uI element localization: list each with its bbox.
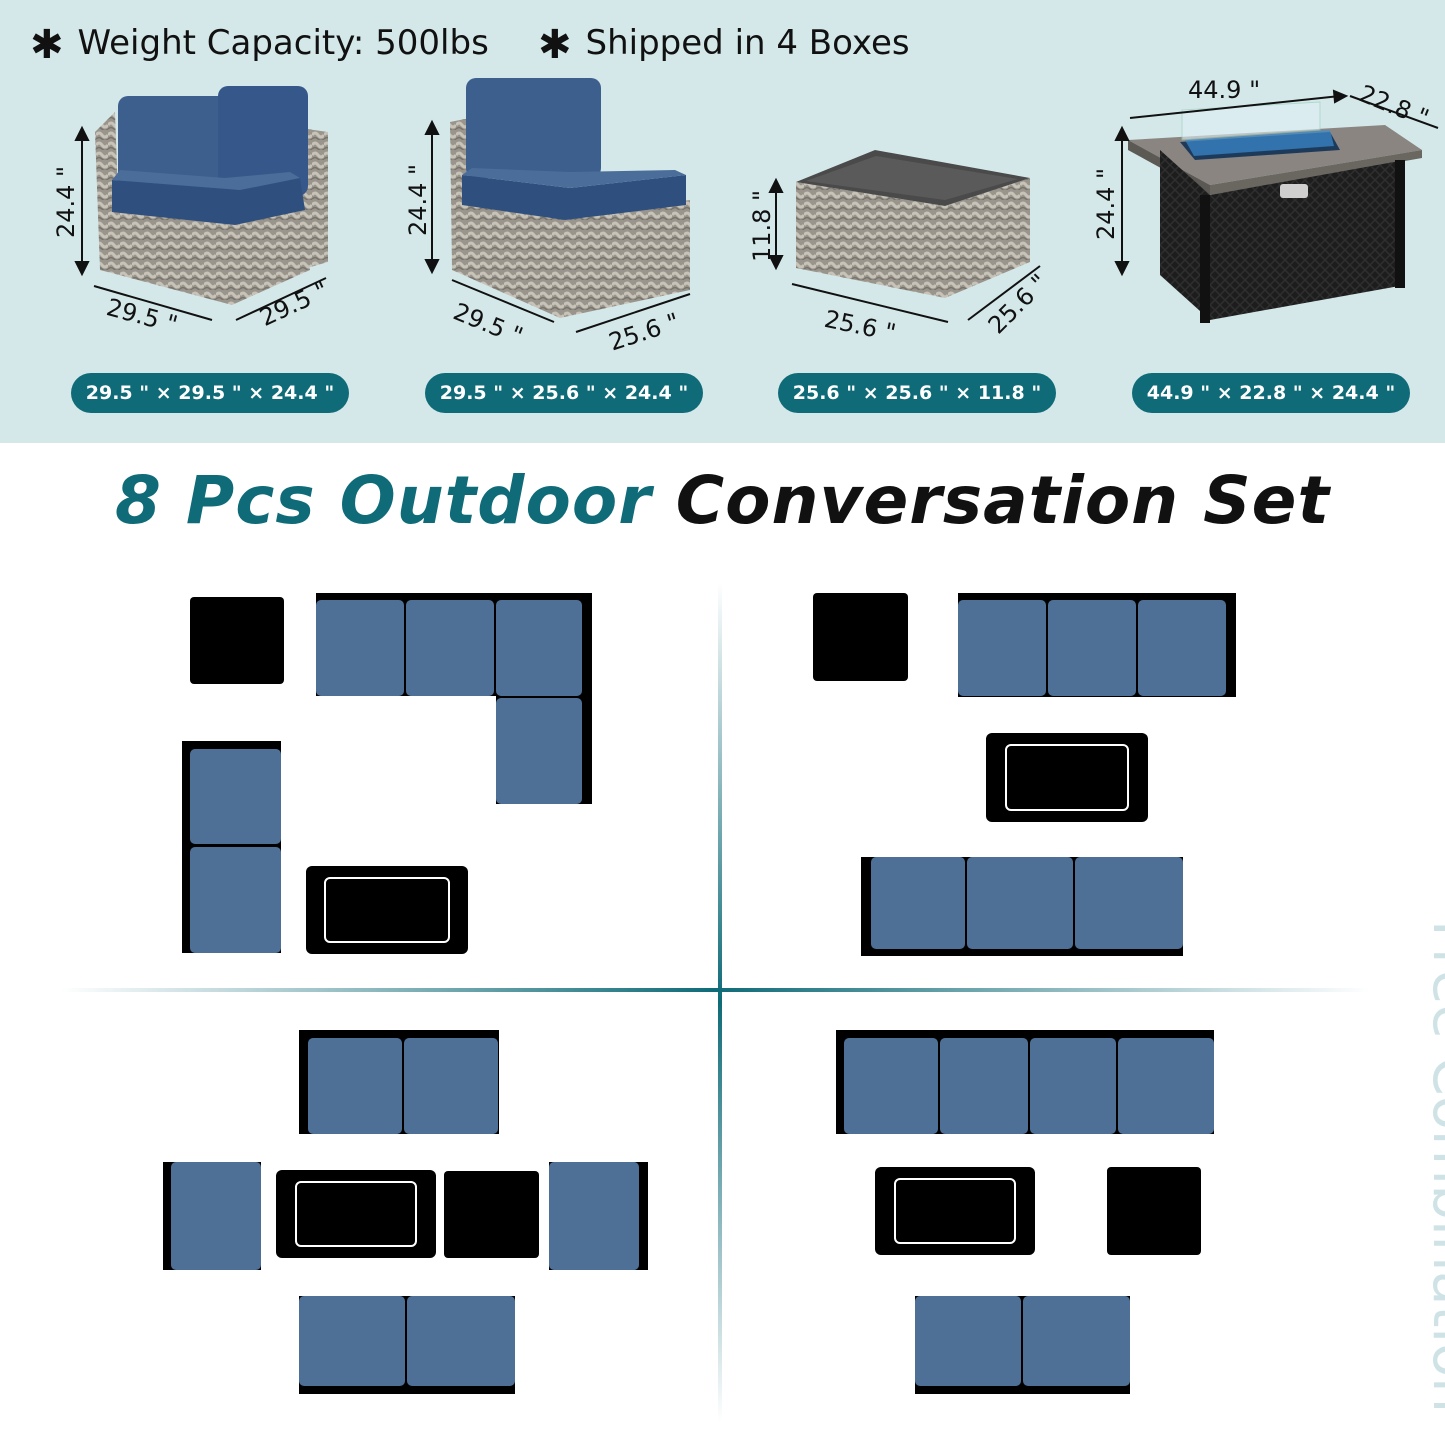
horizontal-divider (60, 988, 1370, 992)
coffee-table-spec-badge: 25.6 " × 25.6 " × 11.8 " (778, 373, 1056, 413)
layout-option-4 (836, 1030, 1214, 1394)
asterisk-icon: ✱ (538, 22, 572, 68)
weight-capacity-text: Weight Capacity: 500lbs (77, 23, 489, 63)
title-part-black: Conversation Set (675, 462, 1330, 539)
coffee-table-illustration (796, 150, 1030, 298)
layout-option-1 (182, 593, 592, 954)
title-part-teal: 8 Pcs Outdoor (114, 462, 652, 539)
vertical-divider (718, 582, 722, 1422)
asterisk-icon: ✱ (30, 22, 64, 68)
product-illustrations (74, 78, 1439, 333)
shipping-boxes-text: Shipped in 4 Boxes (585, 23, 910, 63)
shipping-boxes-feature: ✱ Shipped in 4 Boxes (538, 22, 910, 68)
layout-option-3 (163, 1030, 648, 1394)
weight-capacity-feature: ✱ Weight Capacity: 500lbs (30, 22, 489, 68)
fire-pit-table-spec-badge: 44.9 " × 22.8 " × 24.4 " (1132, 373, 1410, 413)
corner-sofa-illustration (95, 86, 328, 305)
corner-sofa-spec-badge: 29.5 " × 29.5 " × 24.4 " (71, 373, 349, 413)
page-title: 8 Pcs Outdoor Conversation Set (0, 462, 1445, 539)
armless-sofa-spec-badge: 29.5 " × 25.6 " × 24.4 " (425, 373, 703, 413)
free-combination-label: Free Combination (1420, 920, 1445, 1413)
armless-sofa-illustration (450, 78, 690, 318)
fire-pit-table-width-label: 44.9 " (1188, 76, 1261, 104)
fire-pit-table-illustration (1128, 101, 1422, 323)
layout-option-2 (813, 593, 1236, 956)
